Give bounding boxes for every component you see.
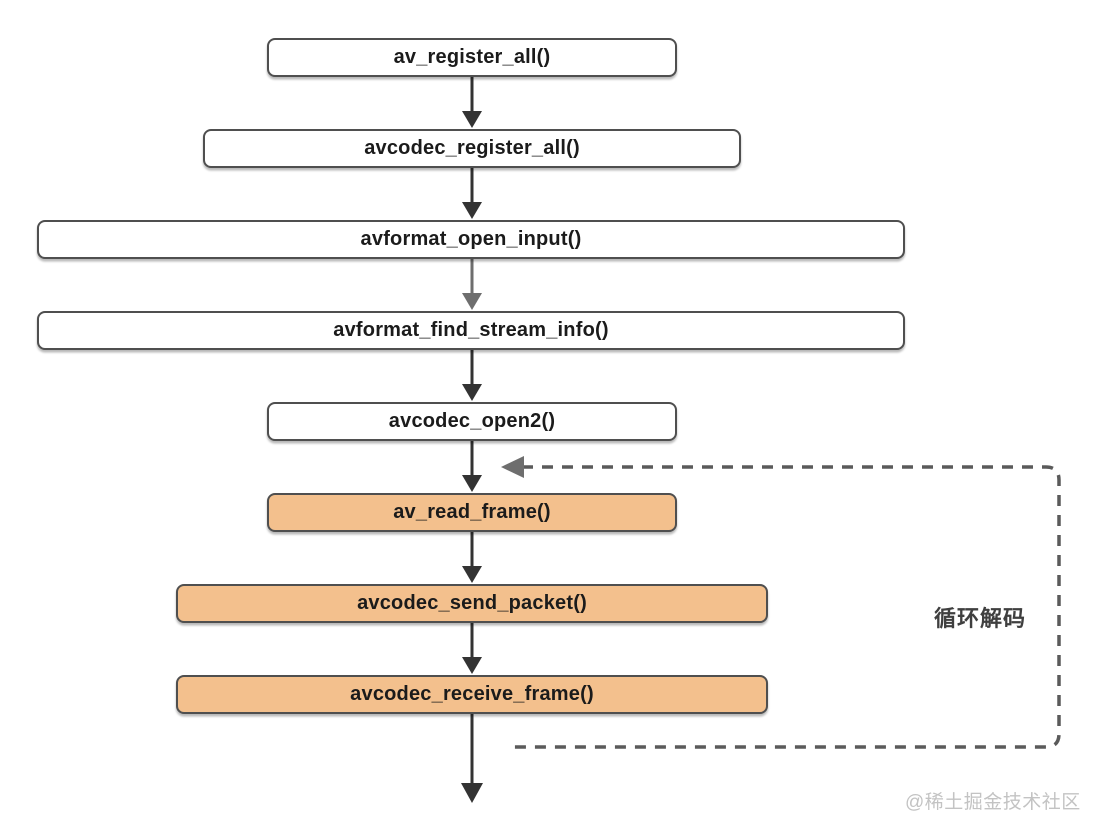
node-avcodec-open2: avcodec_open2() (267, 402, 677, 441)
node-avformat-find-stream-info: avformat_find_stream_info() (37, 311, 905, 350)
flow-arrow-5 (462, 441, 482, 492)
flow-arrow-6 (462, 532, 482, 583)
flow-arrow-3 (462, 259, 482, 310)
node-avformat-open-input: avformat_open_input() (37, 220, 905, 259)
loop-connector (501, 456, 1061, 749)
loop-arrowhead-icon (501, 456, 524, 478)
flow-arrow-2 (462, 168, 482, 219)
flow-arrow-1 (462, 77, 482, 128)
exit-arrow (461, 714, 483, 803)
node-av-register-all: av_register_all() (267, 38, 677, 77)
watermark-text: @稀土掘金技术社区 (905, 792, 1081, 813)
flow-arrow-4 (462, 350, 482, 401)
node-avcodec-send-packet: avcodec_send_packet() (176, 584, 768, 623)
loop-label: 循环解码 (933, 606, 1026, 631)
node-avcodec-register-all: avcodec_register_all() (203, 129, 741, 168)
loop-dashed-path (507, 465, 1061, 749)
flow-arrow-7 (462, 623, 482, 674)
node-av-read-frame: av_read_frame() (267, 493, 677, 532)
node-avcodec-receive-frame: avcodec_receive_frame() (176, 675, 768, 714)
